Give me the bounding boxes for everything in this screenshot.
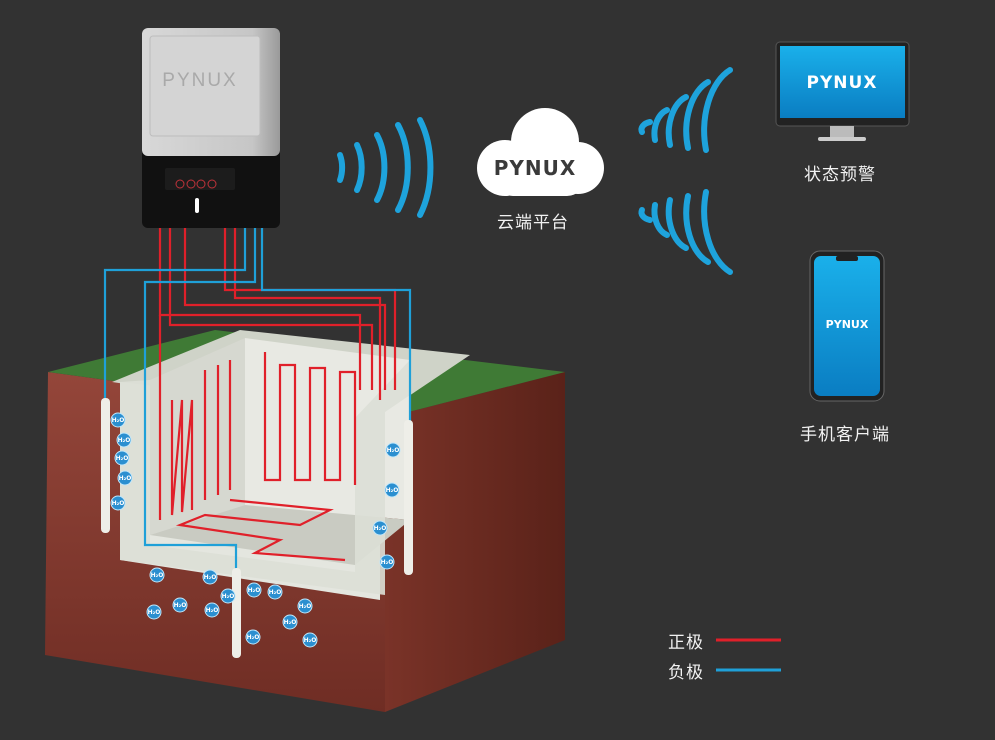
water-molecule: H₂O [302, 632, 318, 648]
electrode-bottom [232, 568, 241, 658]
water-molecule-label: H₂O [386, 487, 399, 494]
water-molecule: H₂O [220, 588, 236, 604]
water-molecule-icon [149, 567, 165, 583]
monitor-logo: PYNUX [807, 73, 878, 93]
water-molecule-label: H₂O [248, 587, 261, 594]
water-molecule-icon [245, 629, 261, 645]
water-molecule-icon [372, 520, 388, 536]
water-molecule: H₂O [114, 450, 130, 466]
water-molecule: H₂O [372, 520, 388, 536]
water-molecule-label: H₂O [222, 593, 235, 600]
water-molecule: H₂O [116, 432, 132, 448]
water-molecule: H₂O [172, 597, 188, 613]
water-molecule-icon [384, 482, 400, 498]
cloud-logo: PYNUX [494, 156, 577, 180]
wifi-icon-phone [638, 189, 733, 275]
water-molecule: H₂O [146, 604, 162, 620]
soil-block [45, 330, 565, 712]
water-molecule-label: H₂O [119, 475, 132, 482]
water-molecule: H₂O [379, 554, 395, 570]
monitor-icon [775, 41, 910, 141]
water-molecule-icon [246, 582, 262, 598]
water-molecule-label: H₂O [148, 609, 161, 616]
water-molecule-label: H₂O [204, 574, 217, 581]
phone-label: 手机客户端 [800, 425, 890, 445]
water-molecule-label: H₂O [151, 572, 164, 579]
water-molecule-icon [297, 598, 313, 614]
wifi-icon-device [337, 117, 434, 218]
water-molecule-label: H₂O [112, 500, 125, 507]
water-molecule: H₂O [282, 614, 298, 630]
water-molecule-label: H₂O [381, 559, 394, 566]
water-molecule-label: H₂O [118, 437, 131, 444]
water-molecule-icon [146, 604, 162, 620]
water-molecule-icon [110, 412, 126, 428]
water-molecule: H₂O [385, 442, 401, 458]
phone-logo: PYNUX [826, 318, 869, 331]
water-molecule-icon [385, 442, 401, 458]
device-logo: PYNUX [162, 70, 237, 91]
water-molecule-icon [117, 470, 133, 486]
water-molecule-label: H₂O [112, 417, 125, 424]
water-molecule-label: H₂O [299, 603, 312, 610]
water-molecule-icon [202, 569, 218, 585]
legend-negative-label: 负极 [668, 663, 704, 683]
water-molecule: H₂O [384, 482, 400, 498]
controller-device [142, 28, 280, 228]
negative-wires [103, 228, 412, 570]
water-molecule-icon [204, 602, 220, 618]
water-molecule-label: H₂O [304, 637, 317, 644]
cloud-icon [477, 108, 604, 196]
water-molecule-icon [116, 432, 132, 448]
water-molecule: H₂O [110, 412, 126, 428]
water-molecule-icon [172, 597, 188, 613]
water-molecule-label: H₂O [269, 589, 282, 596]
water-molecule: H₂O [204, 602, 220, 618]
water-molecule-label: H₂O [387, 447, 400, 454]
water-molecule-icon [220, 588, 236, 604]
legend-positive-label: 正极 [668, 633, 704, 653]
water-molecule: H₂O [117, 470, 133, 486]
wifi-icon-monitor [638, 67, 733, 153]
water-molecule-icon [110, 495, 126, 511]
water-molecule: H₂O [245, 629, 261, 645]
water-molecule-icon [282, 614, 298, 630]
water-molecule-icon [267, 584, 283, 600]
water-molecule: H₂O [110, 495, 126, 511]
monitor-label: 状态预警 [804, 165, 876, 185]
water-molecule-icon [302, 632, 318, 648]
water-molecule: H₂O [267, 584, 283, 600]
water-molecule-label: H₂O [284, 619, 297, 626]
water-molecule-icon [379, 554, 395, 570]
water-molecule-label: H₂O [247, 634, 260, 641]
electrodes [101, 398, 413, 658]
water-molecule-label: H₂O [174, 602, 187, 609]
positive-wires [158, 228, 397, 562]
electrode-left [101, 398, 110, 533]
water-molecule-label: H₂O [116, 455, 129, 462]
water-molecule-label: H₂O [206, 607, 219, 614]
wifi-signal-icons [337, 67, 733, 275]
water-molecule: H₂O [149, 567, 165, 583]
water-molecule: H₂O [246, 582, 262, 598]
electrode-right [404, 420, 413, 575]
water-molecule: H₂O [297, 598, 313, 614]
water-molecule-label: H₂O [374, 525, 387, 532]
water-molecule-icon [114, 450, 130, 466]
cloud-label: 云端平台 [497, 213, 569, 233]
phone-icon [809, 250, 885, 402]
water-molecule: H₂O [202, 569, 218, 585]
